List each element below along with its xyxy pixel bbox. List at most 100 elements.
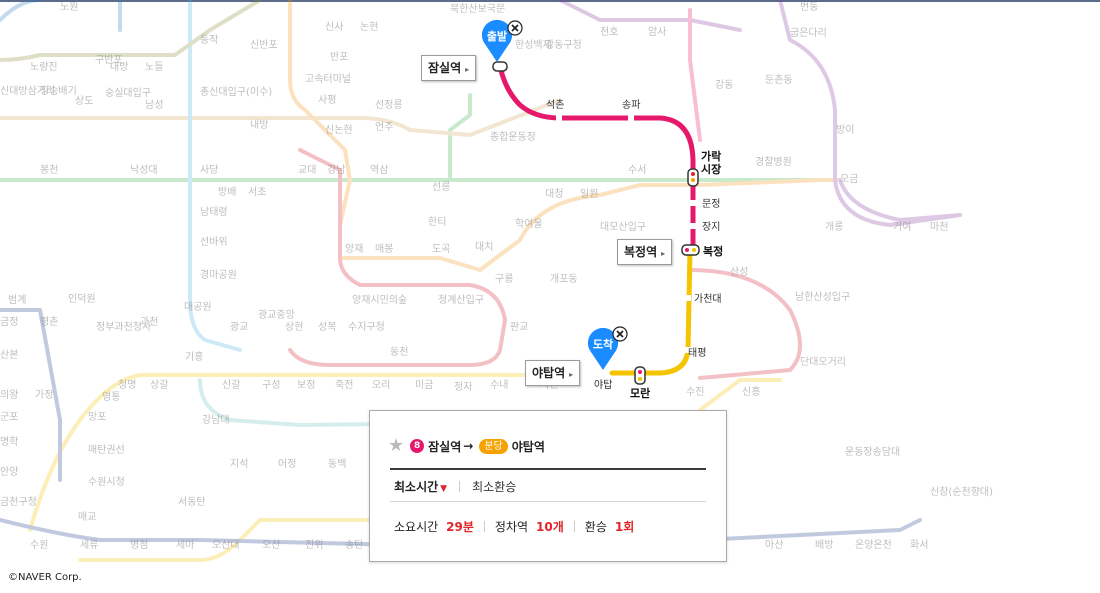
station-label-munjeong: 문정: [702, 198, 720, 210]
bg-label: 노원: [60, 1, 78, 13]
end-pin-text: 도착: [593, 337, 613, 351]
bg-label: 군포: [0, 411, 18, 423]
arrow-right-icon: →: [463, 439, 474, 453]
station-label-bokjeong: 복정: [703, 244, 723, 258]
route-info-panel: ★ 8 잠실역 → 분당 야탑역 최소시간▼ 최소환승 소요시간 29분 정차역…: [369, 410, 727, 562]
transfer-value: 1회: [614, 520, 635, 534]
divider: [459, 481, 461, 492]
bg-label: 방배: [218, 186, 236, 198]
start-pin-text: 출발: [487, 29, 507, 43]
bg-label: 보정: [297, 379, 315, 391]
station-node-garak[interactable]: [687, 168, 699, 187]
bg-label: 정자: [454, 381, 472, 393]
bg-label: 판교: [510, 321, 528, 333]
bg-label: 온양온천: [855, 539, 892, 551]
bg-label: 번동: [800, 1, 818, 13]
bg-label: 수서: [628, 164, 646, 176]
station-callout-text: 복정역: [624, 245, 658, 259]
station-dot[interactable]: [690, 200, 696, 206]
bg-label: 상현: [285, 321, 303, 333]
bg-label: 청계산입구: [438, 293, 484, 306]
star-icon[interactable]: ★: [388, 435, 405, 456]
bg-label: 숭실대입구: [105, 86, 151, 99]
bg-label: 인덕원: [68, 293, 96, 305]
bg-label: 금천구청: [0, 496, 37, 508]
station-dot[interactable]: [690, 223, 696, 229]
background-station-labels: 구반포 노량진 대방 노들 동작 신반포 고속터미널 신논현 선정릉 종합운동장…: [0, 1, 993, 551]
stops-value: 10개: [536, 520, 564, 534]
bg-label: 역삼: [370, 164, 388, 176]
bg-label: 가정: [35, 389, 53, 401]
station-label-moran: 모란: [630, 386, 650, 400]
bg-label: 아산: [765, 539, 783, 551]
bg-label: 서초: [248, 186, 266, 198]
bg-label: 방이: [836, 124, 854, 136]
option-min-transfer[interactable]: 최소환승: [472, 480, 517, 494]
bg-label: 둔촌동: [765, 74, 793, 86]
bg-label: 산본: [0, 349, 18, 361]
bg-label: 구반포: [95, 54, 123, 66]
station-dot[interactable]: [628, 115, 634, 121]
divider: [390, 501, 706, 502]
station-node-bokjeong[interactable]: [681, 244, 700, 256]
start-pin[interactable]: 출발: [482, 19, 523, 63]
bg-label: 사당: [200, 164, 218, 176]
station-dot[interactable]: [685, 347, 691, 353]
station-node-moran[interactable]: [634, 366, 646, 385]
station-dot[interactable]: [685, 295, 691, 301]
bg-label: 안양: [0, 466, 18, 478]
station-dot[interactable]: [556, 115, 562, 121]
bg-label: 병점: [130, 539, 148, 551]
route-title: ★ 8 잠실역 → 분당 야탑역: [388, 435, 545, 457]
station-label-yatap: 야탑: [594, 379, 612, 391]
end-pin[interactable]: 도착: [588, 326, 628, 370]
route-options: 최소시간▼ 최소환승: [394, 478, 516, 495]
bg-label: 진위: [305, 538, 323, 551]
bg-label: 수원시청: [88, 476, 125, 488]
bg-label: 기흥: [185, 350, 203, 363]
bg-label: 사평: [318, 94, 336, 106]
bg-label: 오금: [840, 173, 858, 185]
bg-label: 일원: [580, 188, 598, 200]
station-label-gachondae: 가천대: [694, 293, 722, 305]
bg-label: 한성백제: [515, 39, 552, 51]
bg-label: 천호: [600, 26, 618, 38]
station-label-garak-2: 시장: [701, 162, 721, 176]
bg-label: 대치: [475, 241, 493, 253]
station-node-dot: [638, 370, 642, 374]
station-callout-jamsil[interactable]: 잠실역▸: [421, 55, 477, 81]
bg-label: 강동: [715, 79, 733, 91]
bg-label: 구룡: [495, 273, 513, 285]
option-min-time-label: 최소시간: [394, 480, 439, 494]
bg-label: 총신대입구(이수): [200, 85, 272, 98]
station-callout-bokjeong[interactable]: 복정역▸: [617, 239, 673, 265]
bg-label: 거여: [893, 221, 911, 233]
bg-label: 산성: [730, 266, 748, 278]
bg-label: 개롱: [825, 221, 843, 233]
chevron-right-icon: ▸: [661, 249, 666, 258]
bg-label: 금정: [0, 316, 18, 328]
bg-label: 신갈: [222, 378, 240, 391]
stops-label: 정차역: [494, 520, 529, 534]
bg-label: 양재시민의숲: [352, 294, 407, 306]
bg-label: 수원: [30, 539, 48, 551]
station-label-jangji: 장지: [702, 221, 720, 233]
bg-label: 매봉: [375, 243, 393, 255]
bg-label: 세류: [80, 539, 98, 551]
bg-label: 어정: [278, 458, 296, 470]
bundang-line-badge: 분당: [479, 438, 508, 454]
bg-label: 마천: [930, 221, 948, 233]
bg-label: 의왕: [0, 389, 18, 401]
bg-label: 명학: [0, 436, 18, 448]
station-node-jamsil[interactable]: [492, 61, 508, 72]
bg-label: 수내: [490, 379, 508, 391]
station-callout-yatap[interactable]: 야탑역▸: [525, 360, 581, 386]
bg-label: 선바위: [200, 235, 228, 248]
caret-down-icon: ▼: [440, 484, 448, 494]
station-label-garak: 가락 시장: [701, 149, 725, 176]
bg-label: 망포: [88, 411, 106, 423]
bg-label: 교대: [298, 164, 316, 176]
bg-label: 노들: [145, 61, 163, 73]
bg-label: 화서: [910, 539, 928, 551]
option-min-time[interactable]: 최소시간▼: [394, 478, 447, 495]
